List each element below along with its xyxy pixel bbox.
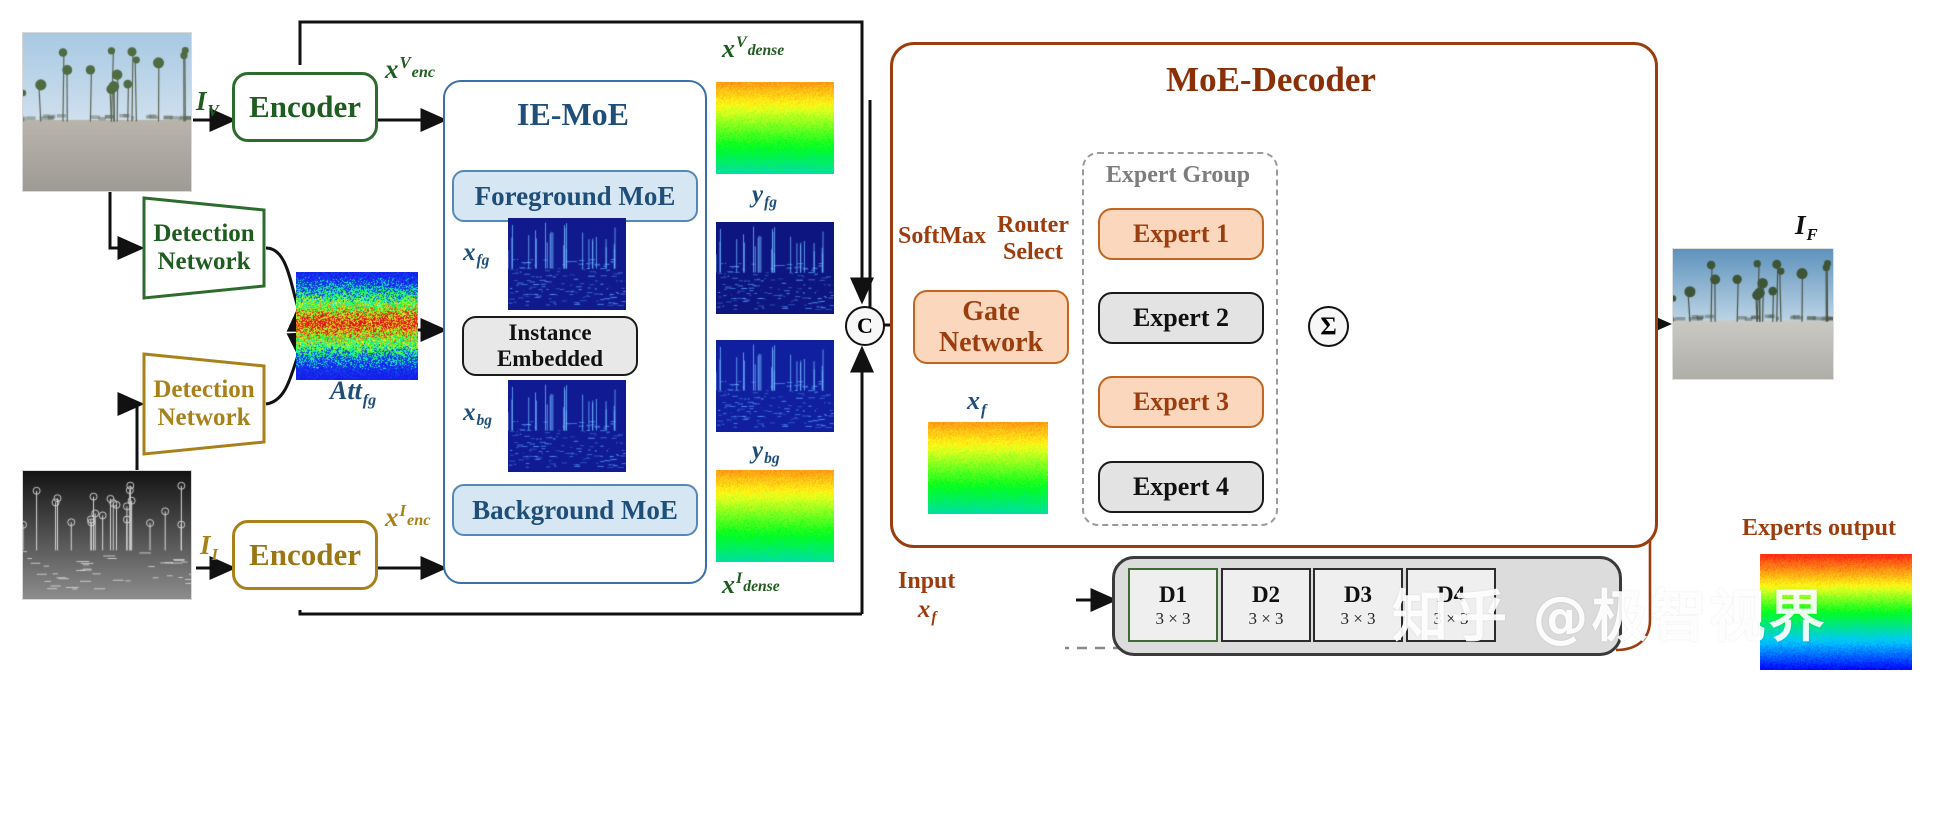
fused-output-image — [1672, 248, 1834, 380]
visible-input-label: IV — [196, 86, 219, 120]
detail-block-d2-kernel: 3 × 3 — [1248, 609, 1284, 628]
detail-block-d4[interactable]: D4 3 × 3 — [1406, 568, 1496, 642]
router-select-line1: Router — [997, 212, 1069, 238]
expert-group-title: Expert Group — [1105, 162, 1251, 188]
y-bg-label: ybg — [752, 437, 780, 468]
router-select-line2: Select — [1003, 239, 1063, 266]
detection-network-infrared-label: Detection Network — [153, 376, 255, 431]
detail-block-d4-name: D4 — [1436, 582, 1466, 607]
instance-embedded-line1: Instance — [508, 320, 592, 346]
detection-network-infrared[interactable]: Detection Network — [140, 352, 268, 456]
instance-embedded-block[interactable]: Instance Embedded — [462, 316, 638, 376]
instance-embedded-line2: Embedded — [496, 346, 604, 371]
infrared-input-label: II — [200, 530, 219, 564]
detail-block-d2-name: D2 — [1251, 582, 1281, 607]
x-f-label: xf — [967, 386, 987, 419]
detail-input-line1: Input — [898, 568, 956, 594]
router-select-label: Router Select — [997, 212, 1069, 267]
x-fg-feature-image — [508, 218, 626, 310]
x-f-feature-image — [928, 422, 1048, 514]
expert-4-block[interactable]: Expert 4 — [1098, 461, 1264, 513]
experts-output-label: Experts output — [1742, 515, 1897, 541]
gate-line2: Network — [938, 327, 1044, 358]
encoder-infrared[interactable]: Encoder — [232, 520, 378, 590]
detection-network-visible[interactable]: Detection Network — [140, 196, 268, 300]
detail-block-d3[interactable]: D3 3 × 3 — [1313, 568, 1403, 642]
gate-network-block[interactable]: Gate Network — [913, 290, 1069, 364]
ie-moe-title: IE-MoE — [517, 96, 629, 132]
expert-2-block[interactable]: Expert 2 — [1098, 292, 1264, 344]
detection-trapezoid-shape — [142, 196, 266, 300]
detail-input-label: Input xf — [898, 568, 956, 627]
visible-input-image — [22, 32, 192, 192]
x-bg-feature-image — [508, 380, 626, 472]
background-moe-block[interactable]: Background MoE — [452, 484, 698, 536]
detail-block-d1[interactable]: D1 3 × 3 — [1128, 568, 1218, 642]
moe-decoder-title: MoE-Decoder — [1166, 60, 1376, 99]
expert-3-block[interactable]: Expert 3 — [1098, 376, 1264, 428]
sum-node: Σ — [1308, 306, 1349, 347]
expert-group-container — [1082, 152, 1278, 526]
detail-block-d1-kernel: 3 × 3 — [1155, 609, 1191, 628]
detail-block-d2[interactable]: D2 3 × 3 — [1221, 568, 1311, 642]
y-fg-image — [716, 222, 834, 314]
y-bg-image — [716, 340, 834, 432]
detection-network-visible-label: Detection Network — [153, 220, 255, 275]
x-dense-visible-image — [716, 82, 834, 174]
expert-1-block[interactable]: Expert 1 — [1098, 208, 1264, 260]
x-dense-infrared-image — [716, 470, 834, 562]
attention-heatmap-image — [296, 272, 418, 380]
encoder-visible[interactable]: Encoder — [232, 72, 378, 142]
gate-line1: Gate — [962, 295, 1020, 327]
detail-block-d1-name: D1 — [1158, 582, 1188, 607]
y-fg-label: yfg — [752, 181, 778, 212]
detail-block-d4-kernel: 3 × 3 — [1433, 609, 1469, 628]
foreground-moe-block[interactable]: Foreground MoE — [452, 170, 698, 222]
concat-node: C — [845, 306, 885, 346]
detection-trapezoid-shape-2 — [142, 352, 266, 456]
attention-label: Attfg — [330, 376, 377, 409]
x-fg-label: xfg — [463, 239, 490, 270]
x-bg-label: xbg — [463, 399, 492, 430]
detail-block-d3-kernel: 3 × 3 — [1340, 609, 1376, 628]
experts-output-image — [1760, 554, 1912, 670]
softmax-label: SoftMax — [898, 223, 986, 249]
detail-block-d3-name: D3 — [1343, 582, 1373, 607]
infrared-input-image — [22, 470, 192, 600]
fused-output-label: IF — [1795, 210, 1818, 244]
